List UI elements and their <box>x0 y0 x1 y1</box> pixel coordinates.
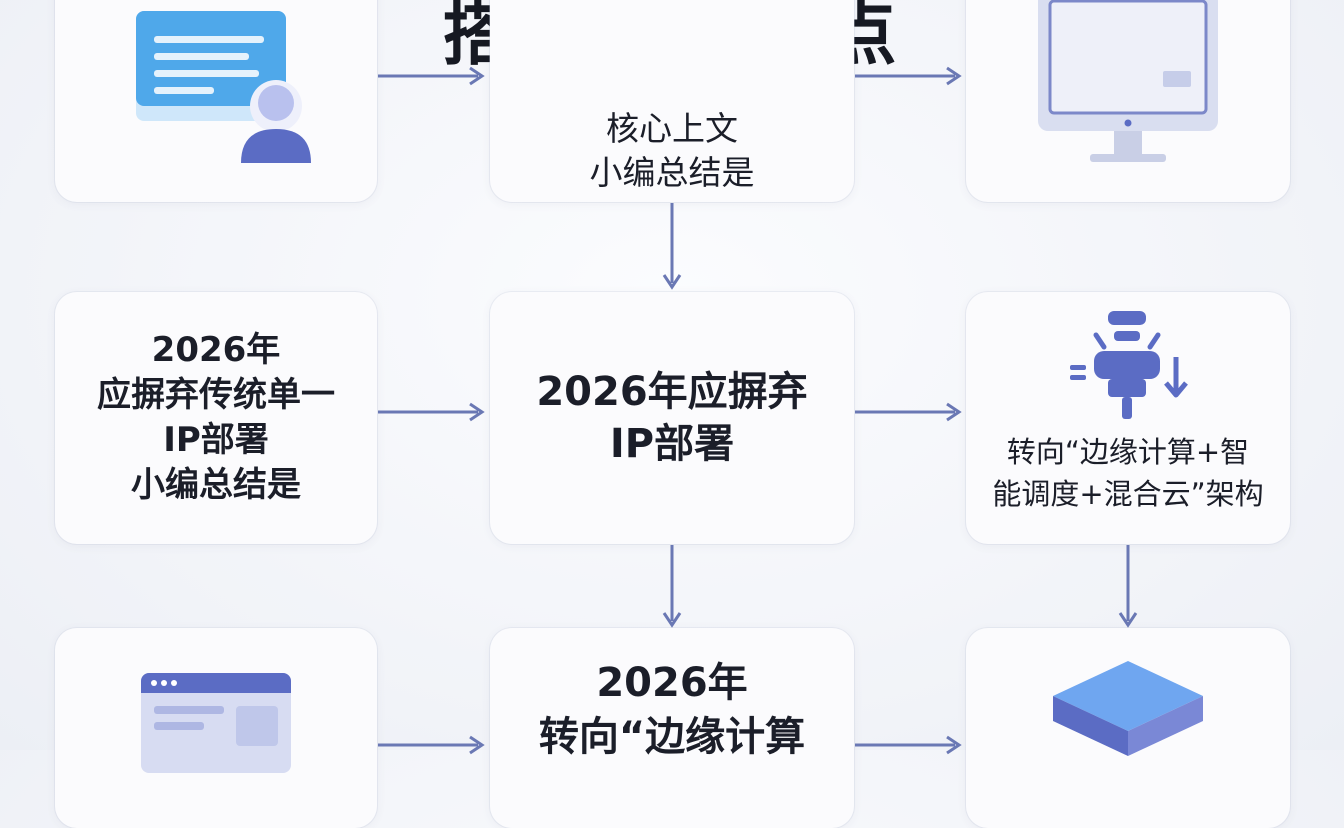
arrow-mid-center-down <box>662 545 682 628</box>
node-mid-left-label: 2026年 应摒弃传统单一 IP部署 小编总结是 <box>97 330 335 505</box>
arrow-bottom-left-to-center <box>378 735 485 755</box>
node-bottom-center-label: 2026年 转向“边缘计算 <box>538 660 806 760</box>
server-stack-icon <box>1053 661 1203 756</box>
arrow-top-center-to-right <box>855 66 962 86</box>
node-mid-center: 2026年应摒弃 IP部署 <box>490 292 854 544</box>
node-bottom-left <box>55 628 377 828</box>
node-top-center-label: 核心上文 小编总结是 <box>589 109 755 192</box>
node-top-right <box>966 0 1290 202</box>
browser-window-icon <box>141 673 291 773</box>
arrow-top-left-to-center <box>378 66 485 86</box>
node-bottom-right <box>966 628 1290 828</box>
node-top-left <box>55 0 377 202</box>
node-top-center: 核心上文 小编总结是 <box>490 0 854 202</box>
arrow-mid-right-down <box>1118 545 1138 628</box>
node-mid-left: 2026年 应摒弃传统单一 IP部署 小编总结是 <box>55 292 377 544</box>
arrow-mid-left-to-center <box>378 402 485 422</box>
node-bottom-center: 2026年 转向“边缘计算 <box>490 628 854 828</box>
node-mid-center-label: 2026年应摒弃 IP部署 <box>536 369 808 467</box>
user-document-icon <box>136 11 311 163</box>
arrow-bottom-center-to-right <box>855 735 962 755</box>
arrow-mid-center-to-right <box>855 402 962 422</box>
arrow-top-center-down <box>662 203 682 290</box>
monitor-icon <box>1038 0 1218 162</box>
node-mid-right-label: 转向“边缘计算+智 能调度+混合云”架构 <box>992 435 1264 511</box>
robot-arm-icon <box>1070 311 1188 419</box>
node-mid-right: 转向“边缘计算+智 能调度+混合云”架构 <box>966 292 1290 544</box>
